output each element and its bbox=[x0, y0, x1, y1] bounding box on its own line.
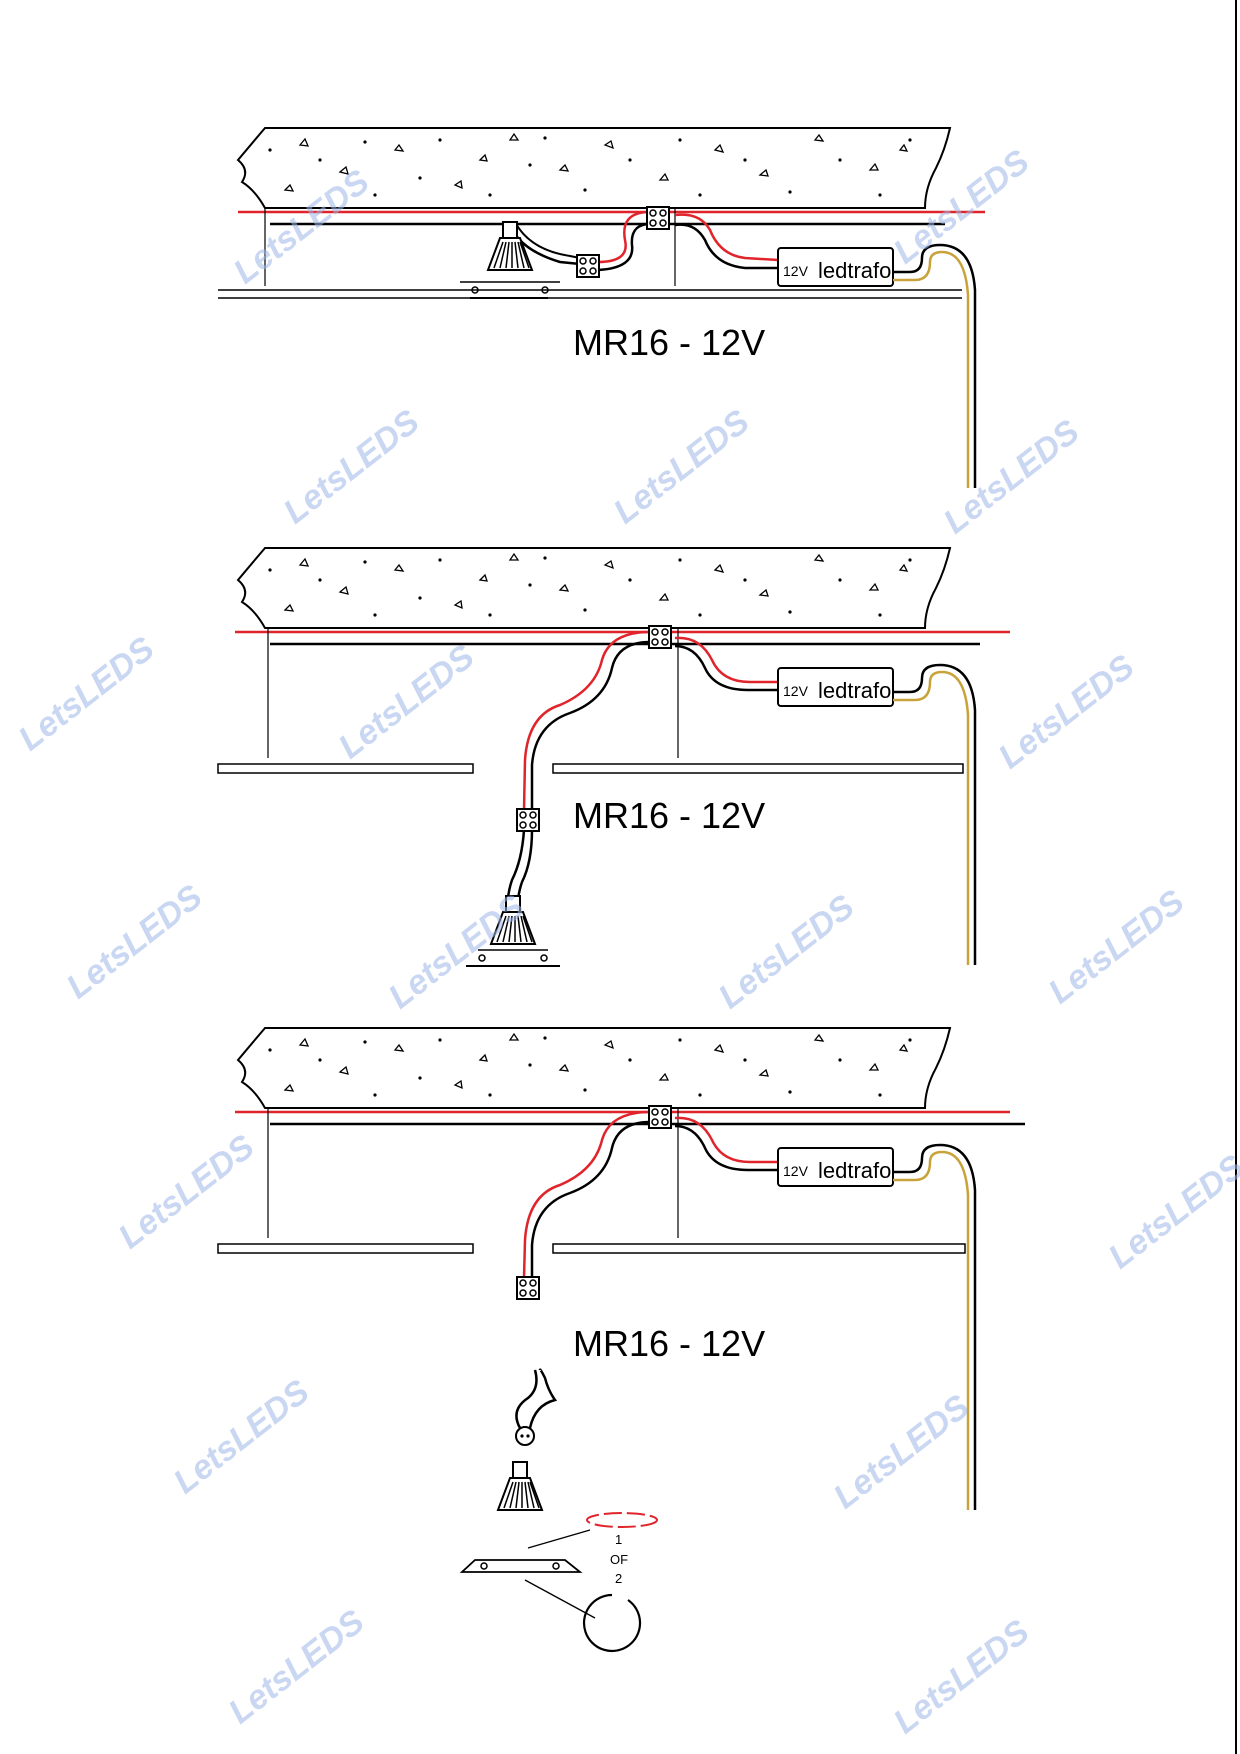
trafo-name-label: ledtrafo bbox=[818, 1158, 891, 1183]
spring-clip bbox=[541, 286, 549, 294]
diagram-step-1: 12V ledtrafo MR16 - 12V bbox=[218, 127, 985, 488]
mr16-lamp bbox=[497, 1461, 543, 1511]
false-ceiling-right bbox=[552, 763, 964, 774]
trafo-voltage-label: 12V bbox=[783, 683, 809, 699]
supply-wire bbox=[893, 1143, 977, 1510]
watermark-logo bbox=[221, 1602, 372, 1732]
spring-clip bbox=[552, 1562, 560, 1570]
live-wire bbox=[674, 1116, 778, 1164]
watermark-layer bbox=[11, 142, 1240, 1742]
false-ceiling-left bbox=[217, 763, 474, 774]
connector-block bbox=[576, 254, 600, 278]
lamp-lead bbox=[528, 1368, 558, 1429]
trafo-name-label: ledtrafo bbox=[818, 678, 891, 703]
trafo-voltage-label: 12V bbox=[783, 1163, 809, 1179]
spring-clip bbox=[471, 286, 479, 294]
watermark-logo bbox=[936, 412, 1087, 542]
connector-block bbox=[648, 625, 672, 649]
leader-line bbox=[527, 1529, 591, 1549]
trafo-name-label: ledtrafo bbox=[818, 258, 891, 283]
retaining-ring bbox=[586, 1512, 658, 1528]
clip-note: 2 bbox=[615, 1571, 622, 1586]
concrete-ceiling-slab bbox=[237, 547, 951, 629]
watermark-logo bbox=[276, 402, 427, 532]
watermark-logo bbox=[886, 1612, 1037, 1742]
supply-wire bbox=[893, 670, 970, 965]
live-wire bbox=[522, 630, 651, 811]
watermark-logo bbox=[381, 887, 532, 1017]
live-wire bbox=[597, 210, 651, 264]
watermark-logo bbox=[331, 637, 482, 767]
leader-line bbox=[524, 1579, 596, 1619]
live-wire bbox=[674, 213, 779, 262]
ledtrafo-box bbox=[777, 247, 894, 287]
connector-block bbox=[516, 1276, 540, 1300]
page-border-line bbox=[1235, 0, 1237, 1754]
watermark-logo bbox=[1101, 1147, 1240, 1277]
watermark-logo bbox=[826, 1387, 977, 1517]
watermark-logo bbox=[606, 402, 757, 532]
supply-wire bbox=[893, 243, 977, 488]
diagram-label: MR16 - 12V bbox=[573, 1323, 765, 1364]
watermark-logo bbox=[11, 629, 162, 759]
diagram-label: MR16 - 12V bbox=[573, 795, 765, 836]
lamp-lead bbox=[514, 221, 581, 259]
ledtrafo-box bbox=[777, 667, 894, 707]
false-ceiling-right bbox=[552, 1243, 966, 1254]
retaining-clip bbox=[582, 1593, 642, 1653]
supply-wire bbox=[893, 250, 970, 488]
live-wire bbox=[674, 636, 778, 684]
diagram-step-3: 1 OF 2 12V ledtrafo MR16 - 12V bbox=[217, 1027, 1025, 1653]
neutral-wire bbox=[674, 223, 778, 270]
lamp-trim bbox=[459, 1559, 583, 1573]
concrete-ceiling-slab bbox=[237, 1027, 951, 1109]
neutral-wire bbox=[674, 1124, 778, 1172]
diagram-label: MR16 - 12V bbox=[573, 322, 765, 363]
neutral-wire bbox=[674, 644, 778, 692]
watermark-logo bbox=[166, 1372, 317, 1502]
ledtrafo-box bbox=[777, 1147, 894, 1187]
trafo-voltage-label: 12V bbox=[783, 263, 809, 279]
spring-clip bbox=[540, 954, 548, 962]
supply-wire bbox=[893, 663, 977, 965]
diagram-step-2: 12V ledtrafo MR16 - 12V bbox=[217, 547, 1010, 967]
clip-note: OF bbox=[610, 1552, 628, 1567]
watermark-logo bbox=[991, 647, 1142, 777]
watermark-logo bbox=[111, 1127, 262, 1257]
connector-block bbox=[646, 206, 670, 230]
connector-block bbox=[648, 1105, 672, 1129]
lamp-lead bbox=[515, 1369, 538, 1429]
connector-block bbox=[516, 808, 540, 832]
watermark-logo bbox=[711, 887, 862, 1017]
neutral-wire bbox=[597, 222, 656, 272]
live-wire bbox=[522, 1110, 651, 1279]
spring-clip bbox=[480, 1562, 488, 1570]
neutral-wire bbox=[530, 640, 651, 810]
clip-note: 1 bbox=[615, 1532, 622, 1547]
neutral-wire bbox=[530, 1120, 651, 1278]
lamp-socket bbox=[515, 1426, 535, 1446]
watermark-logo bbox=[1041, 882, 1192, 1012]
watermark-logo bbox=[59, 877, 210, 1007]
false-ceiling-left bbox=[217, 1243, 474, 1254]
supply-wire bbox=[893, 1150, 970, 1510]
